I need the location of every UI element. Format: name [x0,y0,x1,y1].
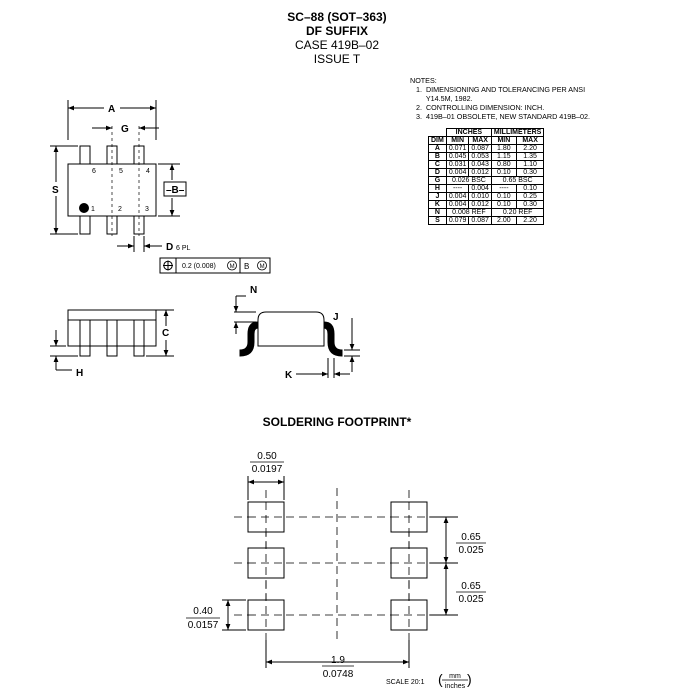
label-d-count: 6 PL [176,245,191,252]
pad-width-mm: 0.50 [257,451,277,462]
side-body [67,309,157,347]
notes-title: NOTES: [410,76,437,85]
pin-label: 6 [92,168,96,175]
mmc-symbol [227,260,237,271]
suffix: DF SUFFIX [306,24,368,38]
tolerance-value: 0.2 (0.008) [182,263,216,270]
label-g: G [121,124,129,135]
mmc-letter: M [260,264,265,270]
feature-control-frame [159,257,271,274]
paren-open: ( [438,671,443,687]
paren-close: ) [467,671,472,687]
top-view [50,100,271,274]
pin-label: 2 [118,206,122,213]
dimension-table: INCHES MILLIMETERS DIM MIN MAX MIN MAX A… [428,128,545,225]
side-view [50,309,174,371]
pin-label: 4 [146,168,150,175]
span-mm: 1.9 [331,655,345,666]
label-c: C [162,328,169,339]
lead-6 [79,145,91,165]
table-cell: 2.20 [515,216,545,225]
end-view [233,295,360,378]
datum-ref: B [244,262,249,271]
end-body [257,311,325,347]
pitch-in: 0.025 [458,594,483,605]
unit-mm: mm [449,673,461,680]
footprint-labels: 0.50 0.0197 0.65 0.025 0.65 0.025 0.40 0… [188,451,484,690]
label-d: D [166,242,173,253]
pitch-in: 0.025 [458,545,483,556]
label-j: J [333,312,339,323]
label-n: N [250,285,257,296]
table-cell: 2.00 [490,216,517,225]
end-view-labels: N J K [250,285,339,381]
pin1-marker [79,203,89,213]
issue: ISSUE T [313,52,361,66]
unit-inches: inches [445,683,466,690]
scale-label: SCALE 20:1 [386,679,425,686]
datum-b-frame [163,181,187,197]
title-block: SC–88 (SOT–363) DF SUFFIX CASE 419B–02 I… [0,10,674,66]
lead-4 [133,145,145,165]
lead-5 [106,145,118,165]
notes: NOTES: 1. DIMENSIONING AND TOLERANCING P… [410,76,590,121]
pad-height-mm: 0.40 [193,606,213,617]
pad-height-in: 0.0157 [188,620,219,631]
label-s: S [52,185,59,196]
pin-label: 3 [145,206,149,213]
table-cell: S [428,216,447,225]
label-b: –B– [166,185,185,196]
span-in: 0.0748 [323,669,354,680]
case-number: CASE 419B–02 [294,38,380,52]
top-view-labels: A G S –B– D 6 PL 6 5 4 1 2 3 0.2 (0.008)… [52,104,265,271]
pitch-mm: 0.65 [461,581,481,592]
mmc-letter: M [230,264,235,270]
lead-1 [79,215,91,235]
label-a: A [108,104,115,115]
pitch-mm: 0.65 [461,532,481,543]
label-k: K [285,370,293,381]
footprint-title: SOLDERING FOOTPRINT* [263,415,412,429]
pin-label: 5 [119,168,123,175]
package-name: SC–88 (SOT–363) [287,10,387,24]
side-view-labels: C H [76,328,169,379]
pin-label: 1 [91,206,95,213]
footprint-drawing [186,461,486,681]
label-h: H [76,368,83,379]
note-line: 1. DIMENSIONING AND TOLERANCING PER ANSI [416,85,586,94]
mmc-symbol [257,260,267,271]
note-line: 2. CONTROLLING DIMENSION: INCH. [416,103,545,112]
pad-width-in: 0.0197 [252,464,283,475]
note-line: Y14.5M, 1982. [416,94,473,103]
note-line: 3. 419B–01 OBSOLETE, NEW STANDARD 419B–0… [416,112,591,121]
